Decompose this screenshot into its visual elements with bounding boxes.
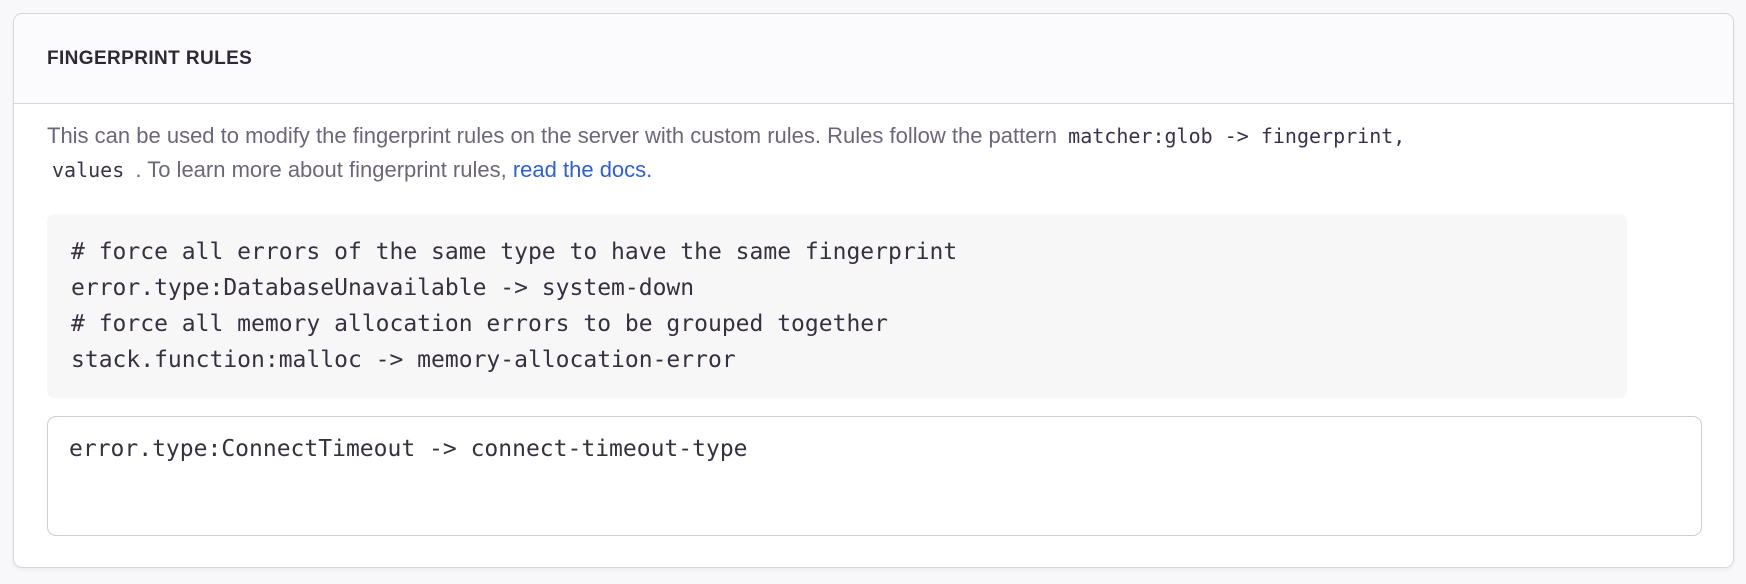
pattern-code-snippet-line1: matcher:glob -> fingerprint, bbox=[1068, 124, 1406, 148]
panel-title: FINGERPRINT RULES bbox=[47, 47, 253, 69]
description-intro: This can be used to modify the fingerpri… bbox=[47, 123, 1058, 148]
description-middle: . To learn more about fingerprint rules, bbox=[135, 157, 507, 182]
fingerprint-rules-example-block: # force all errors of the same type to h… bbox=[47, 214, 1627, 398]
fingerprint-rules-panel: FINGERPRINT RULES This can be used to mo… bbox=[13, 13, 1734, 568]
description-text: This can be used to modify the fingerpri… bbox=[47, 119, 1700, 187]
panel-header: FINGERPRINT RULES bbox=[14, 14, 1733, 104]
read-the-docs-link[interactable]: read the docs bbox=[512, 157, 647, 182]
pattern-code-snippet-line2: values bbox=[52, 158, 125, 182]
fingerprint-rules-input[interactable]: error.type:ConnectTimeout -> connect-tim… bbox=[47, 416, 1702, 536]
description-suffix-period: . bbox=[646, 157, 653, 182]
panel-body: This can be used to modify the fingerpri… bbox=[14, 104, 1733, 566]
